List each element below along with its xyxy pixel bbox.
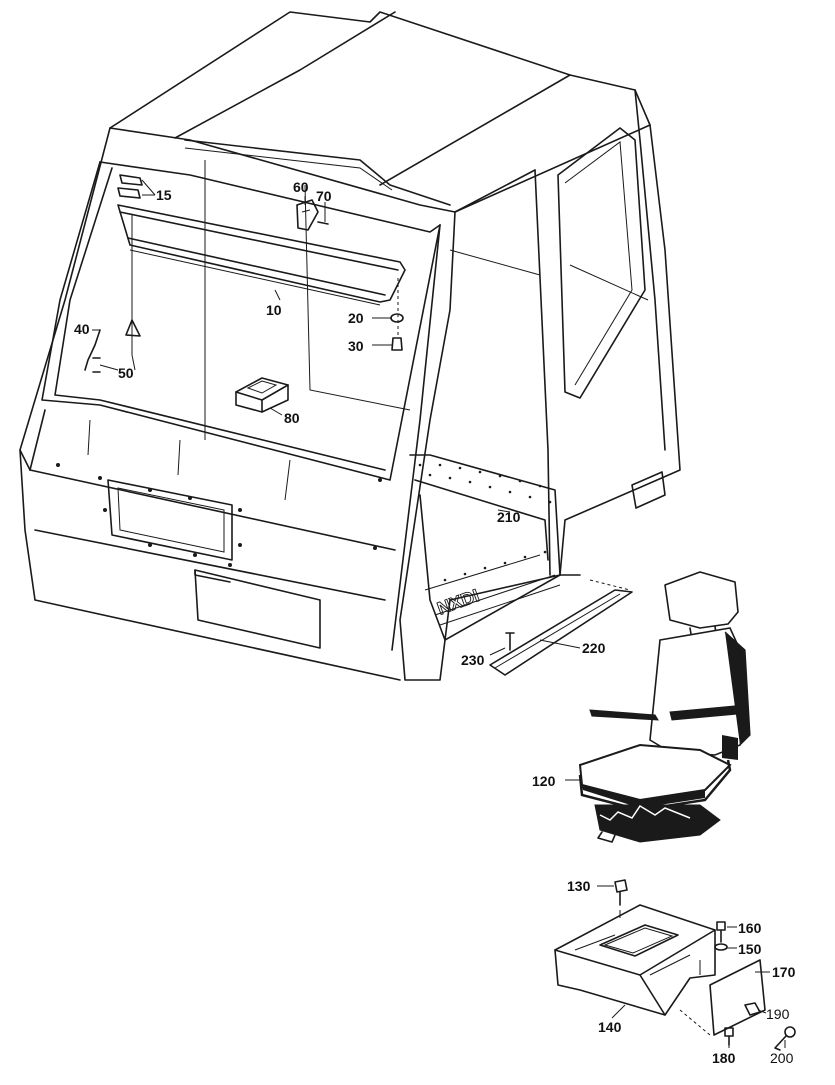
callout-160: 160 <box>738 920 762 936</box>
callout-130: 130 <box>567 878 591 894</box>
cab-body: NXDI <box>19 11 681 681</box>
callout-30: 30 <box>348 338 364 354</box>
callout-120: 120 <box>532 773 556 789</box>
floor-perforations <box>418 463 552 582</box>
callout-220: 220 <box>582 640 606 656</box>
callout-60: 60 <box>293 179 309 195</box>
fasteners-20-30 <box>390 278 404 351</box>
callout-70: 70 <box>316 188 332 204</box>
callout-150: 150 <box>738 941 762 957</box>
callout-20: 20 <box>348 310 364 326</box>
callout-210: 210 <box>497 509 521 525</box>
panel-rivets <box>56 463 382 567</box>
leader-lines <box>92 179 786 1048</box>
callout-230: 230 <box>461 652 485 668</box>
operator-seat <box>578 571 751 843</box>
callout-40: 40 <box>74 321 90 337</box>
callout-labels: 10 15 20 30 40 50 60 70 80 120 130 140 1… <box>74 179 796 1066</box>
callout-140: 140 <box>598 1019 622 1035</box>
callout-190: 190 <box>766 1006 790 1022</box>
clip-bracket <box>296 199 329 231</box>
callout-80: 80 <box>284 410 300 426</box>
callout-50: 50 <box>118 365 134 381</box>
callout-200: 200 <box>770 1050 794 1066</box>
callout-15: 15 <box>156 187 172 203</box>
callout-180: 180 <box>712 1050 736 1066</box>
ashtray <box>235 377 289 413</box>
sun-blind <box>84 174 406 373</box>
callout-170: 170 <box>772 964 796 980</box>
seat-console <box>554 879 796 1051</box>
callout-10: 10 <box>266 302 282 318</box>
